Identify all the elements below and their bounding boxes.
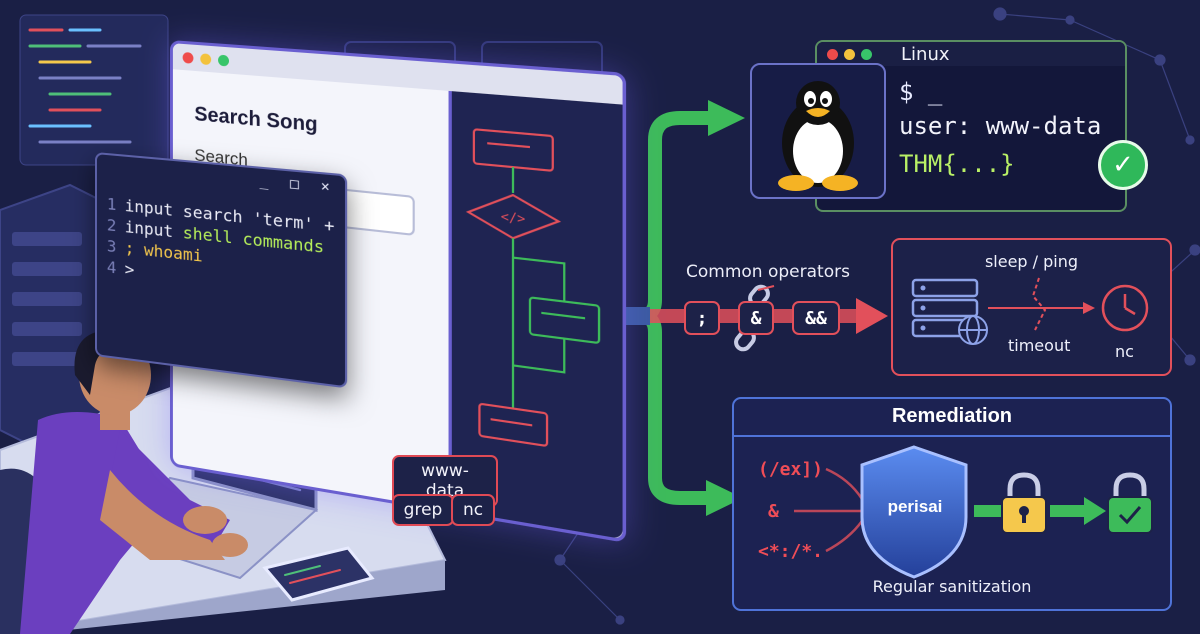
operator-semicolon: ;: [684, 301, 720, 335]
linux-titlebar: [817, 42, 1125, 66]
tag-grep: grep: [392, 494, 454, 526]
remediation-caption: Regular sanitization: [872, 577, 1032, 596]
nc-label: nc: [1115, 342, 1134, 361]
lock-green-icon: [1107, 472, 1153, 534]
maximize-dot-icon[interactable]: [861, 48, 872, 60]
tux-penguin-icon: [750, 63, 886, 199]
code-tag-icon: </>: [501, 209, 525, 227]
malicious-input: <*:/*.: [758, 541, 824, 562]
operator-ampersand: &: [738, 301, 774, 335]
flowchart-illustration: </>: [452, 91, 623, 534]
window-controls[interactable]: _ □ ×: [259, 172, 337, 197]
minimize-dot-icon[interactable]: [844, 48, 855, 60]
time-based-panel: sleep / ping timeout nc: [891, 238, 1172, 376]
timing-title: sleep / ping: [984, 252, 1079, 271]
shield-icon: [860, 445, 968, 579]
clock-icon: [1101, 284, 1149, 332]
shield-label: perisai: [887, 497, 943, 516]
code-panel-decoration: [19, 14, 169, 166]
globe-icon: [958, 315, 988, 345]
timing-illustration: [911, 277, 1149, 345]
lock-yellow-icon: [1001, 472, 1047, 534]
success-check-icon: ✓: [1098, 140, 1148, 190]
malicious-input: &: [768, 501, 779, 522]
timeout-label: timeout: [1008, 336, 1071, 355]
shell-user-output: user: www-data: [899, 112, 1102, 140]
operator-double-ampersand: &&: [792, 301, 840, 335]
hacker-person-illustration: [0, 330, 248, 634]
network-decoration: [554, 7, 1200, 625]
tag-nc: nc: [451, 494, 495, 526]
remediation-panel: Remediation (/ex]) & <*:/*. perisai Regu…: [732, 397, 1172, 611]
divider: [734, 435, 1170, 437]
tablet-illustration: [262, 546, 375, 602]
close-dot-icon[interactable]: [182, 51, 194, 64]
operators-title: Common operators: [686, 262, 850, 282]
close-dot-icon[interactable]: [827, 48, 838, 60]
maximize-dot-icon[interactable]: [218, 54, 229, 67]
page-title: Search Song: [194, 103, 318, 137]
code-flow-pane: </>: [448, 90, 623, 540]
delay-zigzag: [1031, 277, 1047, 331]
remediation-title: Remediation: [891, 405, 1013, 427]
sanitization-illustration: [794, 445, 1153, 579]
minimize-dot-icon[interactable]: [200, 52, 212, 65]
browser-window: Search Song Search </>: [170, 40, 627, 543]
linux-title: Linux: [901, 44, 950, 65]
shell-flag-output: THM{...}: [899, 150, 1015, 178]
server-tower-illustration: [0, 183, 101, 447]
shell-prompt: $ _: [899, 78, 943, 106]
malicious-input: (/ex]): [758, 459, 824, 480]
